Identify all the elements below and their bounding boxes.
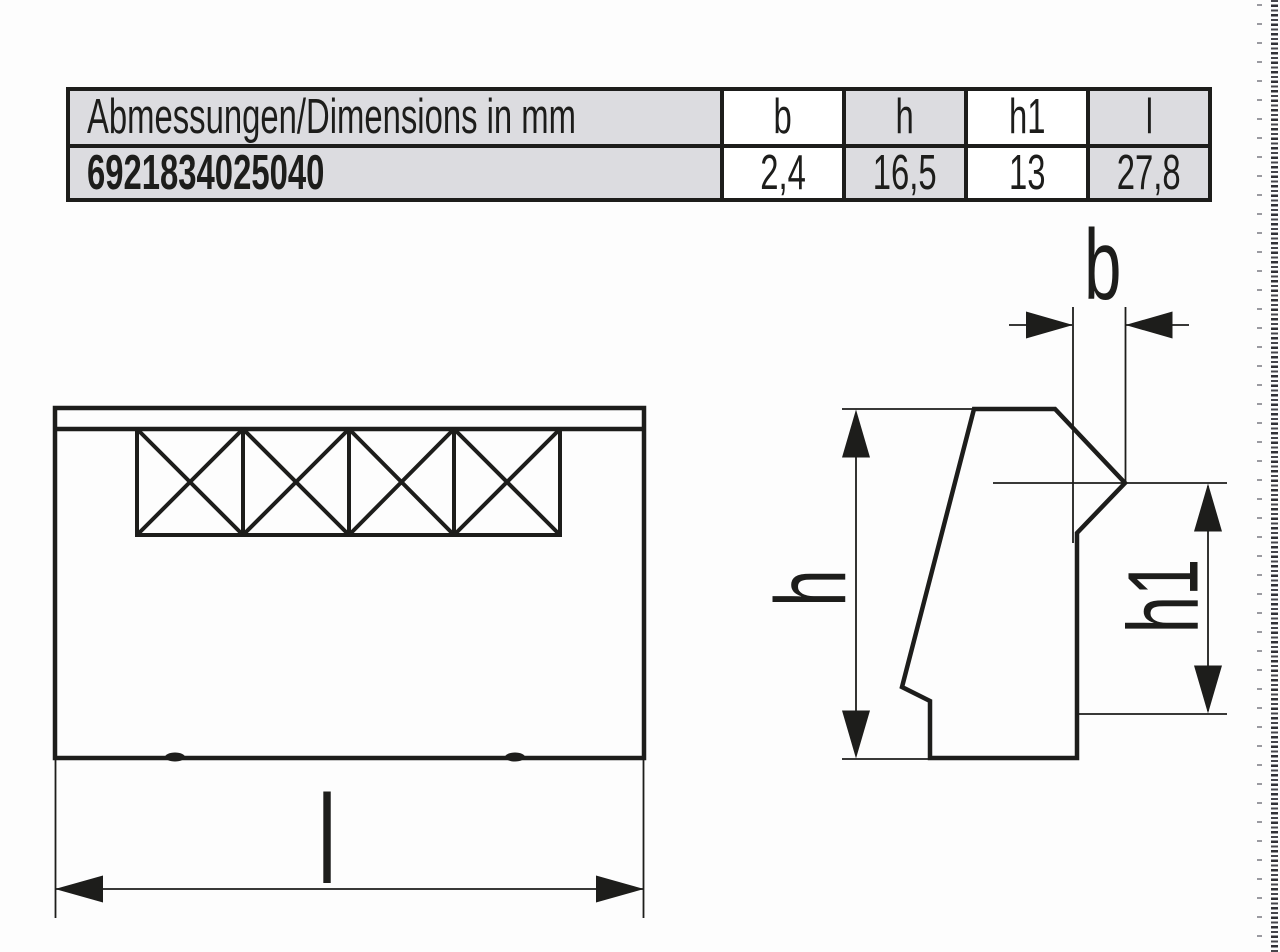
article-number-cell: 6921834025040 [70, 148, 720, 198]
table-title-cell: Abmessungen/Dimensions in mm [70, 91, 720, 144]
table-title: Abmessungen/Dimensions in mm [87, 91, 577, 144]
value-b: 2,4 [724, 148, 842, 198]
column-header-l: l [1090, 91, 1208, 144]
h-arrow-down-icon [842, 710, 870, 759]
dimensions-table: Abmessungen/Dimensions in mm b h h1 l 69… [66, 87, 1212, 202]
edge-watermark-inner [1271, 0, 1278, 952]
value-l: 27,8 [1090, 148, 1208, 198]
l-arrow-right-icon [596, 875, 644, 903]
h-arrow-up-icon [842, 409, 870, 458]
front-outline [52, 405, 647, 761]
bottom-edge-bump-right [505, 752, 525, 762]
column-header-h1: h1 [968, 91, 1086, 144]
b-arrow-right-icon [1026, 311, 1073, 339]
h1-arrow-up-icon [1194, 483, 1222, 532]
dimension-h1 [993, 482, 1227, 715]
bottom-edge-bump-left [165, 752, 185, 762]
value-h1: 13 [968, 148, 1086, 198]
l-extension-lines [54, 760, 645, 918]
dimension-b [1009, 307, 1189, 543]
dimension-h [842, 408, 974, 760]
h1-arrow-down-icon [1194, 665, 1222, 714]
column-header-h: h [846, 91, 964, 144]
serration-pattern [135, 427, 562, 537]
front-view [52, 405, 647, 762]
l-arrow-left-icon [55, 875, 103, 903]
edge-watermark-outer [1257, 4, 1262, 948]
side-profile-outline [899, 406, 1129, 761]
column-header-b: b [724, 91, 842, 144]
article-number: 6921834025040 [87, 148, 325, 198]
b-arrow-left-icon [1125, 311, 1173, 339]
side-view [899, 406, 1129, 761]
value-h: 16,5 [846, 148, 964, 198]
dimension-l [54, 760, 645, 918]
